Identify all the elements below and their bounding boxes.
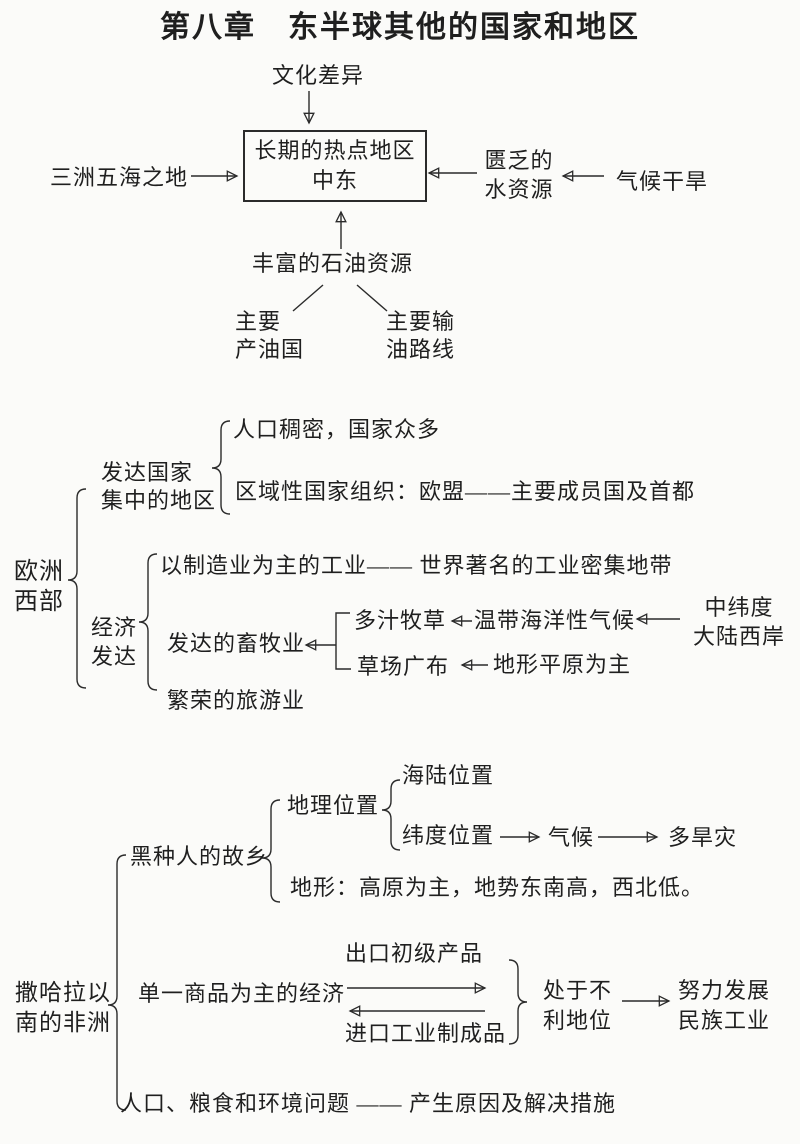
brace-africa — [108, 855, 126, 1110]
brace-europe — [68, 489, 86, 688]
label-livestock: 发达的畜牧业 — [167, 631, 306, 656]
middle-east-box: 长期的热点地区 中东 — [243, 130, 427, 202]
label-manufacturing-industry: 以制造业为主的工业—— 世界著名的工业密集地带 — [160, 553, 673, 578]
label-dense-population: 人口稠密，国家众多 — [233, 417, 441, 442]
middle-east-box-line2: 中东 — [311, 168, 358, 193]
page-title: 第八章 东半球其他的国家和地区 — [160, 11, 640, 44]
label-maritime-climate: 温带海洋性气候 — [474, 608, 636, 633]
label-disadvantaged-position: 处于不 利地位 — [543, 978, 613, 1033]
label-oil-routes: 主要输 油路线 — [386, 309, 456, 362]
label-climate: 气候 — [548, 825, 595, 850]
label-three-continents: 三洲五海之地 — [50, 165, 189, 190]
label-droughts: 多旱灾 — [668, 825, 738, 850]
line-oil-to-producers — [293, 285, 323, 311]
label-latitude-position: 纬度位置 — [402, 823, 495, 848]
label-tourism: 繁荣的旅游业 — [167, 688, 306, 713]
brace-homeland-children — [262, 800, 280, 902]
label-geographic-position: 地理位置 — [287, 793, 380, 818]
label-scarce-water: 匮乏的 水资源 — [484, 148, 554, 202]
line-oil-to-routes — [357, 285, 387, 311]
label-import-manufactured: 进口工业制成品 — [345, 1021, 507, 1046]
brace-economy-children — [139, 554, 157, 690]
label-eu-organization: 区域性国家组织：欧盟——主要成员国及首都 — [235, 479, 696, 504]
section-label-subsaharan-africa: 撒哈拉以 南的非洲 — [15, 980, 111, 1035]
label-terrain: 地形：高原为主，地势东南高，西北低。 — [290, 875, 705, 900]
section-label-western-europe: 欧洲 西部 — [14, 559, 64, 615]
label-midlatitude-westcoast: 中纬度 大陆西岸 — [692, 595, 785, 649]
middle-east-box-line1: 长期的热点地区 — [254, 138, 416, 163]
label-culture-difference: 文化差异 — [272, 63, 365, 88]
label-dry-climate: 气候干旱 — [616, 169, 709, 194]
label-sea-land-position: 海陆位置 — [402, 763, 495, 788]
label-developed-economy: 经济 发达 — [91, 615, 138, 669]
label-export-primary: 出口初级产品 — [345, 941, 484, 966]
label-population-food-environment: 人口、粮食和环境问题 —— 产生原因及解决措施 — [120, 1091, 617, 1116]
brace-trade-result — [509, 960, 527, 1044]
brace-geoposition-children — [382, 780, 400, 850]
label-developed-region: 发达国家 集中的地区 — [101, 460, 217, 513]
bracket-livestock-causes — [336, 613, 351, 669]
label-black-homeland: 黑种人的故乡 — [130, 844, 269, 869]
label-plains-terrain: 地形平原为主 — [493, 652, 632, 677]
label-single-commodity-economy: 单一商品为主的经济 — [138, 981, 346, 1006]
label-oil-producers: 主要 产油国 — [235, 309, 305, 362]
brace-developed-children — [212, 421, 230, 514]
label-grassland: 草场广布 — [357, 654, 450, 679]
label-juicy-pasture: 多汁牧草 — [354, 608, 447, 633]
label-develop-national-industry: 努力发展 民族工业 — [678, 978, 771, 1033]
label-oil-resources: 丰富的石油资源 — [252, 251, 414, 276]
